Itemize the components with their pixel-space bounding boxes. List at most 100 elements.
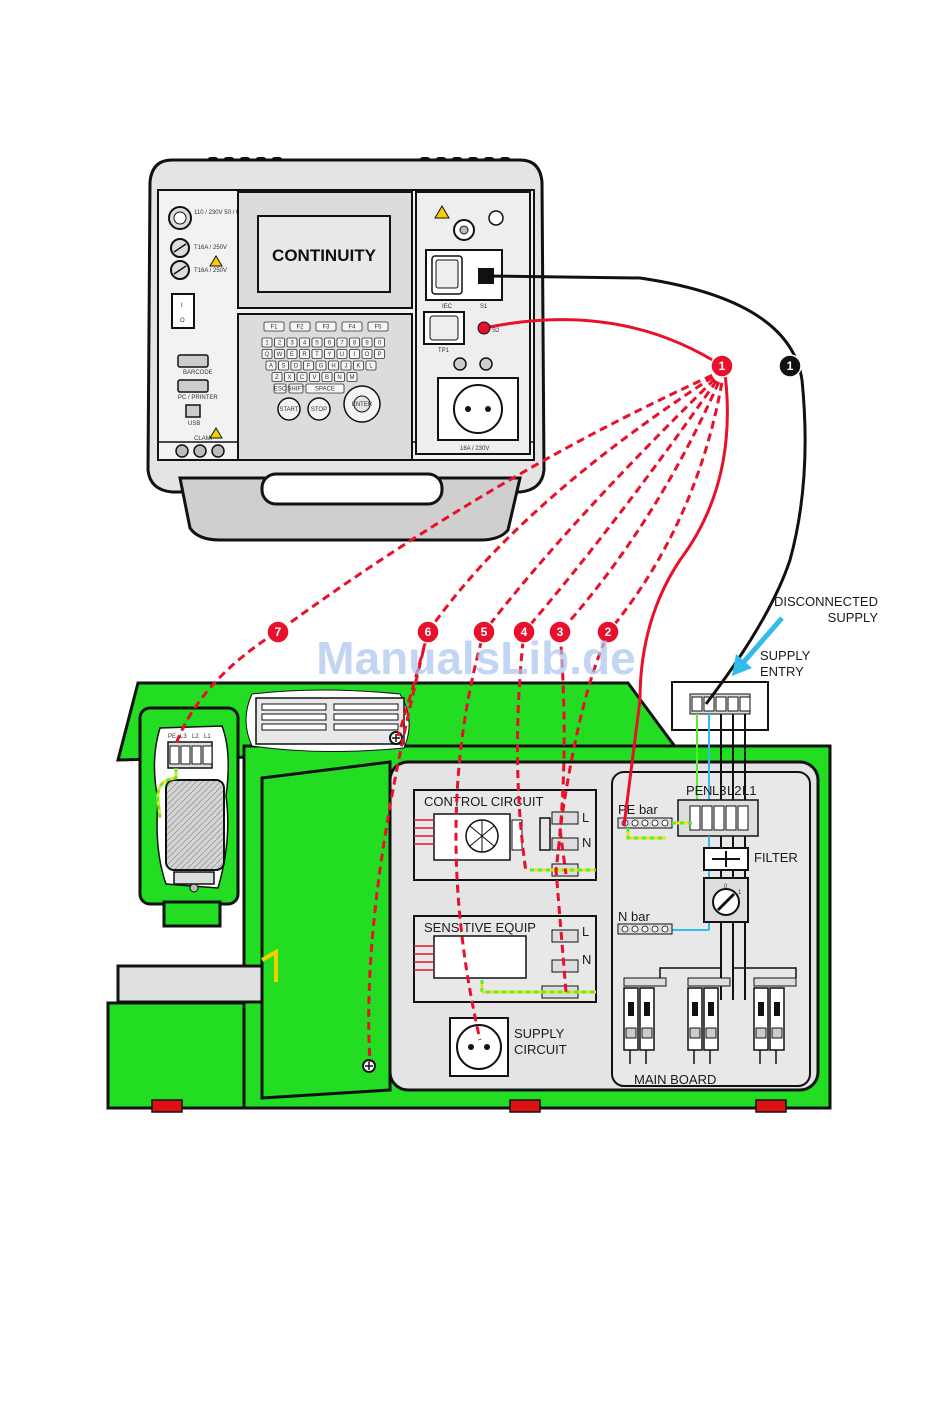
function-key[interactable] xyxy=(367,321,389,332)
machine: PE L3 L2 L1 CONTROL CIRCUIT xyxy=(106,681,832,1113)
keypad-key[interactable] xyxy=(271,372,283,382)
stop-button[interactable] xyxy=(307,397,331,421)
keypad-key-label: 6 xyxy=(328,341,332,347)
keypad-key[interactable] xyxy=(324,349,335,359)
keypad-key[interactable] xyxy=(311,337,323,348)
keypad-key[interactable] xyxy=(365,360,377,371)
keypad-key-label: W xyxy=(277,352,283,358)
keypad-key[interactable] xyxy=(349,337,360,348)
barcode-port xyxy=(177,354,209,368)
pc-printer-port xyxy=(177,379,209,393)
keypad-key-label: L xyxy=(369,364,373,370)
motor xyxy=(165,779,225,871)
keypad-key-label: D xyxy=(294,364,299,370)
supply-entry-label-2: ENTRY xyxy=(760,664,804,679)
keypad-key[interactable] xyxy=(296,372,308,382)
main-terminal-l3: L3 xyxy=(712,783,726,798)
keypad-key-label: R xyxy=(302,352,307,358)
function-key[interactable] xyxy=(263,321,285,332)
function-key[interactable] xyxy=(341,321,363,332)
keypad-key-label: 4 xyxy=(303,341,307,347)
keypad-key[interactable] xyxy=(290,360,302,371)
svg-text:1: 1 xyxy=(787,359,794,373)
svg-text:I: I xyxy=(181,303,183,309)
keypad-key[interactable] xyxy=(274,349,285,359)
function-key[interactable] xyxy=(315,321,337,332)
test-socket-a xyxy=(453,357,467,371)
keypad-key-label: C xyxy=(300,375,305,381)
keypad-key[interactable] xyxy=(328,360,339,371)
keypad-key[interactable] xyxy=(299,337,310,348)
control-n-label: N xyxy=(582,835,591,850)
keypad-key[interactable] xyxy=(361,337,373,348)
keypad-key-label: 1 xyxy=(265,341,269,347)
clamp-sockets xyxy=(175,444,225,458)
keypad-key[interactable] xyxy=(346,372,358,382)
function-key-label: F4 xyxy=(348,325,356,331)
keypad-key[interactable] xyxy=(309,372,320,382)
keypad-key[interactable] xyxy=(374,349,385,359)
shift-key[interactable] xyxy=(288,383,304,394)
clamp-label: CLAMP xyxy=(194,436,215,442)
keypad-key[interactable] xyxy=(261,349,273,359)
keypad-key[interactable] xyxy=(334,372,345,382)
enter-button[interactable] xyxy=(353,395,371,413)
supply-arrow-icon xyxy=(732,616,784,676)
keypad-key-label: K xyxy=(356,364,360,370)
control-l-label: L xyxy=(582,810,589,825)
keypad-key[interactable] xyxy=(303,360,314,371)
keypad-key-label: Y xyxy=(327,352,331,358)
switch-0-label: 0 xyxy=(724,884,728,890)
handle-grip xyxy=(260,472,444,506)
main-terminal-l2: L2 xyxy=(727,783,741,798)
keypad-key[interactable] xyxy=(261,337,273,348)
sensitive-device xyxy=(433,935,527,979)
keypad-key-label: F xyxy=(307,364,311,370)
n-bar-label: N bar xyxy=(618,909,650,924)
keypad-key[interactable] xyxy=(265,360,277,371)
keypad-key[interactable] xyxy=(286,349,298,359)
start-button[interactable] xyxy=(277,397,301,421)
keypad-key[interactable] xyxy=(299,349,310,359)
svg-text:3: 3 xyxy=(557,625,564,639)
power-switch[interactable] xyxy=(171,293,195,329)
keypad-key[interactable] xyxy=(324,337,335,348)
control-circuit-label: CONTROL CIRCUIT xyxy=(424,794,543,809)
enter-label: ENTER xyxy=(352,402,373,408)
lead-6-vent xyxy=(396,631,430,737)
space-key[interactable] xyxy=(305,383,345,394)
keypad-key-label: 3 xyxy=(290,341,294,347)
breaker-group-2 xyxy=(687,977,731,1051)
keypad-key-label: 2 xyxy=(278,341,282,347)
keypad-key[interactable] xyxy=(349,349,360,359)
output-warning-icon xyxy=(434,205,450,219)
svg-text:1: 1 xyxy=(719,359,726,373)
usb-port xyxy=(185,404,201,418)
keypad-key[interactable] xyxy=(340,360,352,371)
keypad-key[interactable] xyxy=(284,372,295,382)
start-label: START xyxy=(279,407,298,413)
keypad-key[interactable] xyxy=(361,349,373,359)
motor-base xyxy=(162,900,222,928)
keypad-key[interactable] xyxy=(274,337,285,348)
keypad-key[interactable] xyxy=(321,372,333,382)
keypad-key[interactable] xyxy=(353,360,364,371)
supply-entry-terminals xyxy=(689,693,751,715)
stop-label: STOP xyxy=(311,407,327,413)
keypad-key[interactable] xyxy=(336,337,348,348)
esc-key[interactable] xyxy=(273,383,287,394)
motor-earth-link xyxy=(156,768,178,819)
keypad-key[interactable] xyxy=(286,337,298,348)
keypad-key[interactable] xyxy=(311,349,323,359)
main-terminal-pe: PE xyxy=(686,783,704,798)
red-lead-pe-bar xyxy=(622,365,729,827)
motor-shaft xyxy=(189,883,199,893)
keypad-key[interactable] xyxy=(278,360,289,371)
supply-circuit-label-2: CIRCUIT xyxy=(514,1042,567,1057)
keypad-key[interactable] xyxy=(315,360,327,371)
function-key[interactable] xyxy=(289,321,311,332)
keypad-key[interactable] xyxy=(374,337,385,348)
keypad-key[interactable] xyxy=(336,349,348,359)
function-key-label: F2 xyxy=(296,325,304,331)
keypad-key-label: 7 xyxy=(340,341,344,347)
